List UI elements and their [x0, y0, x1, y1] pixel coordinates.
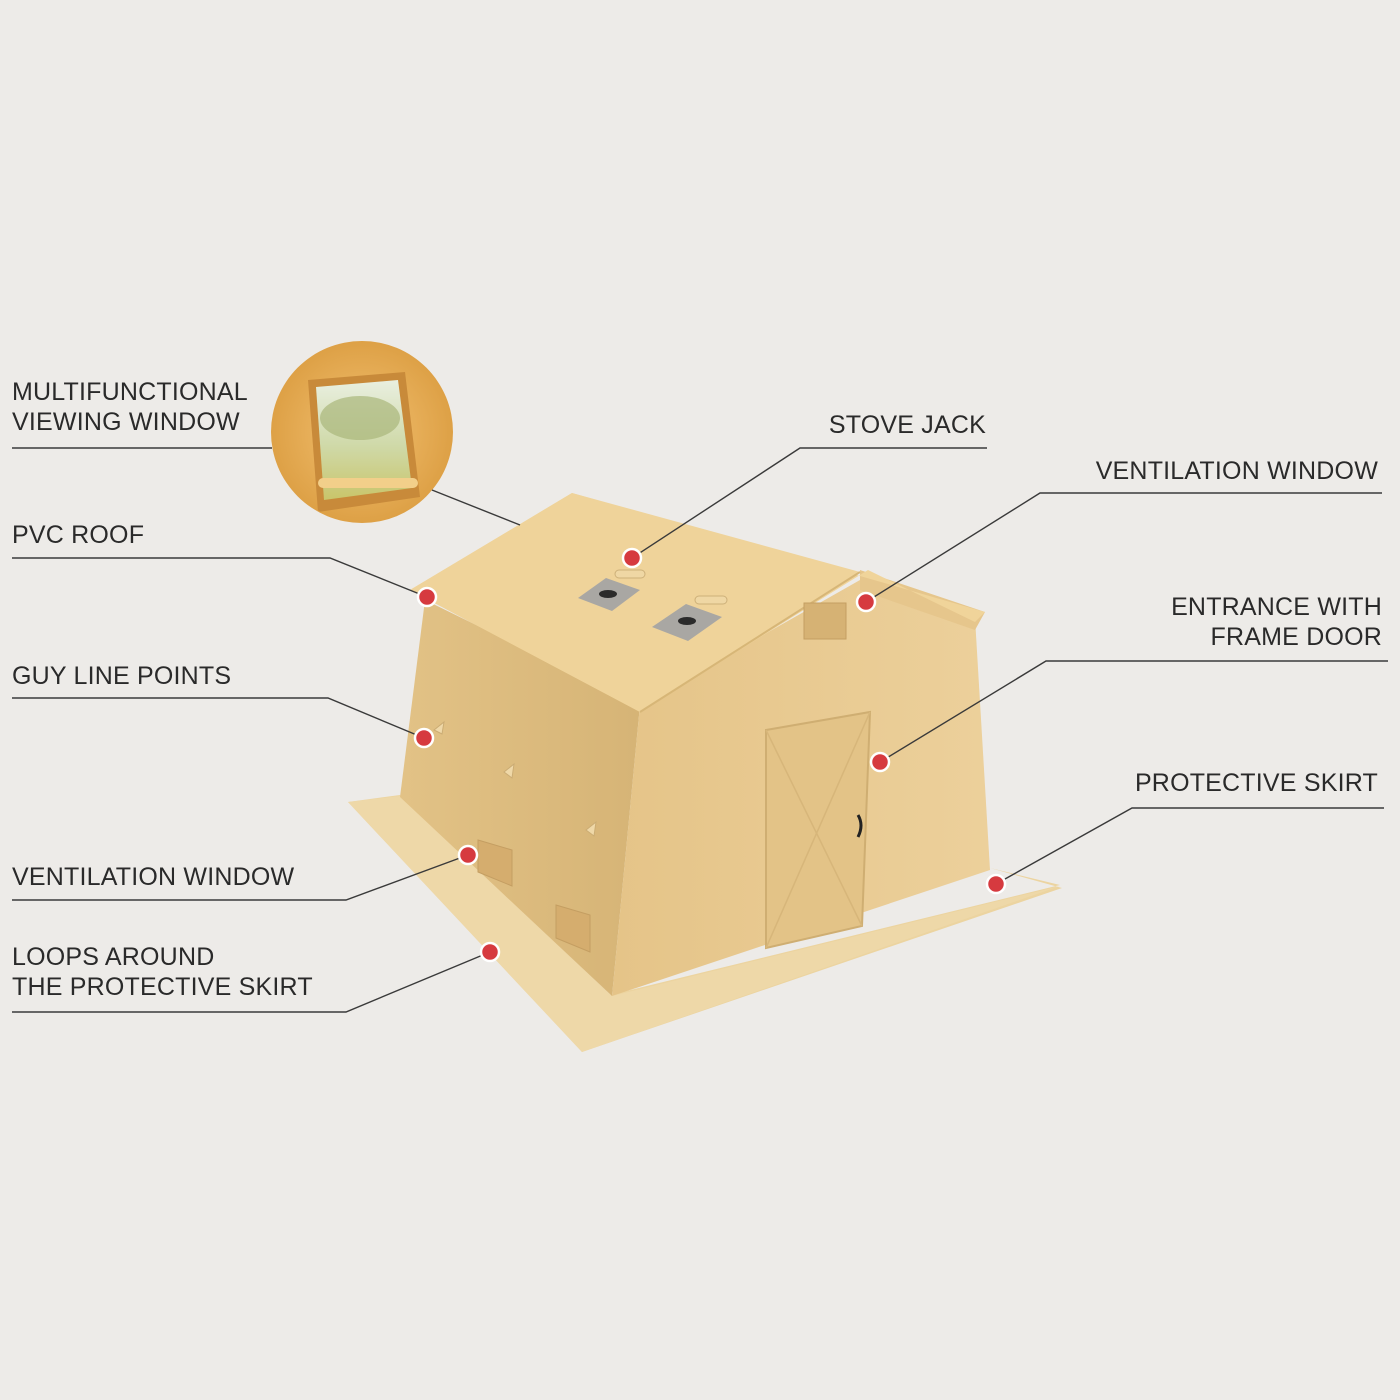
label-entrance: ENTRANCE WITH FRAME DOOR — [1171, 593, 1382, 651]
marker-loops — [479, 941, 501, 963]
marker-pvc-roof — [416, 586, 438, 608]
label-protective-skirt: PROTECTIVE SKIRT — [1134, 769, 1378, 797]
stove-jack-plate-1 — [578, 569, 646, 611]
gable — [860, 570, 985, 630]
label-stove-jack: STOVE JACK — [828, 411, 986, 439]
side-vent-window-1 — [477, 839, 513, 887]
viewing-window-inset — [271, 341, 453, 523]
leader-skirt — [995, 807, 1384, 885]
leader-guy-line — [12, 697, 425, 739]
frame-door — [765, 710, 872, 950]
front-vent-window — [803, 602, 847, 640]
marker-skirt — [985, 873, 1007, 895]
leader-lines — [12, 447, 1388, 1013]
marker-vent-left — [457, 844, 479, 866]
markers — [413, 547, 1007, 963]
marker-entrance — [869, 751, 891, 773]
label-guy-line-points: GUY LINE POINTS — [12, 662, 232, 690]
label-viewing-window: MULTIFUNCTIONAL VIEWING WINDOW — [12, 378, 248, 436]
label-pvc-roof: PVC ROOF — [12, 521, 145, 549]
leader-stove-jack — [631, 447, 987, 559]
leader-viewing-window-tent — [431, 489, 521, 526]
label-ventilation-window-right: VENTILATION WINDOW — [1095, 457, 1378, 485]
label-loops-skirt: LOOPS AROUND THE PROTECTIVE SKIRT — [12, 943, 313, 1001]
stove-jack-plate-2 — [652, 595, 728, 641]
guy-line-tabs — [433, 720, 597, 837]
side-wall — [400, 600, 640, 996]
leader-loops — [12, 951, 491, 1013]
marker-vent-right — [855, 591, 877, 613]
marker-stove-jack — [621, 547, 643, 569]
protective-skirt — [348, 795, 1062, 1052]
label-ventilation-window-left: VENTILATION WINDOW — [12, 863, 295, 891]
leader-vent-right — [865, 492, 1382, 603]
marker-guy-line — [413, 727, 435, 749]
leader-vent-left — [12, 854, 469, 901]
leader-pvc-roof — [12, 557, 428, 598]
leader-entrance — [879, 660, 1388, 763]
side-vent-window-2 — [555, 904, 591, 953]
